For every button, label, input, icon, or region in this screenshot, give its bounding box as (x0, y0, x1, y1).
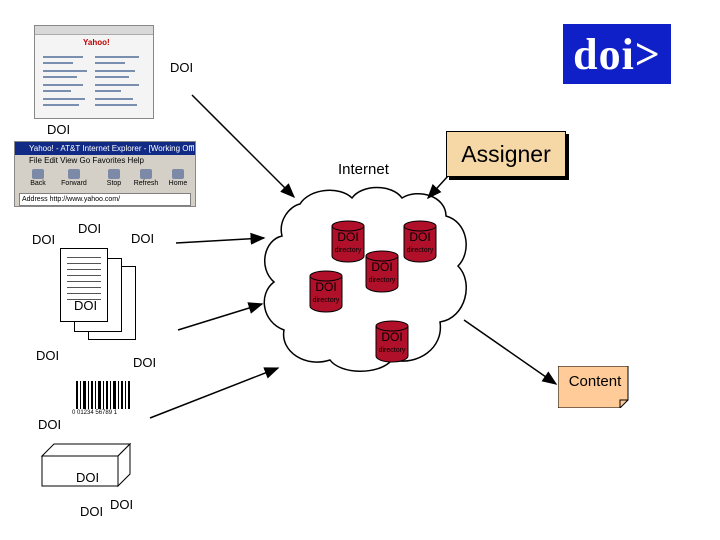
doi-label-browser: DOI (47, 122, 71, 137)
forward-button[interactable]: Forward (61, 169, 87, 187)
internet-label: Internet (338, 161, 389, 178)
doi-label-box: DOI (76, 470, 100, 485)
browser-window: Yahoo! - AT&T Internet Explorer - [Worki… (14, 141, 196, 207)
refresh-icon (140, 169, 152, 179)
content-label: Content (568, 373, 622, 390)
yahoo-logo-icon: Yahoo! (83, 38, 110, 47)
doi-label-doc-a: DOI (32, 232, 56, 247)
doi-label-doc-bottom-right: DOI (133, 355, 157, 370)
refresh-button[interactable]: Refresh (133, 169, 159, 187)
stop-button[interactable]: Stop (101, 169, 127, 187)
physical-box-icon (40, 442, 132, 488)
back-arrow-icon (32, 169, 44, 179)
arrow-docs2-to-cloud (177, 302, 264, 331)
doi-label-doc-front: DOI (74, 298, 98, 313)
assigner-box: Assigner (446, 131, 566, 177)
doi-label-doc-c: DOI (131, 231, 155, 246)
doi-logo: doi> (563, 24, 671, 84)
doi-label-barcode: DOI (38, 417, 62, 432)
doi-label-box-a: DOI (80, 504, 104, 519)
internet-cloud (263, 186, 467, 372)
forward-arrow-icon (68, 169, 80, 179)
stop-icon (108, 169, 120, 179)
browser-thumbnail: Yahoo! (34, 25, 154, 119)
content-document-icon (558, 366, 629, 408)
barcode-digits: 0 01234 56789 1 (72, 410, 118, 416)
arrow-thumb-to-cloud (191, 94, 296, 199)
home-icon (172, 169, 184, 179)
browser-title: Yahoo! - AT&T Internet Explorer - [Worki… (15, 142, 195, 155)
doi-label-box-b: DOI (110, 497, 134, 512)
barcode-icon (76, 381, 130, 409)
doi-label-thumbnail: DOI (170, 60, 194, 75)
arrow-assigner-to-cloud (426, 175, 449, 200)
doi-label-doc-bottom-left: DOI (36, 348, 60, 363)
home-button[interactable]: Home (165, 169, 191, 187)
address-bar[interactable]: Address http://www.yahoo.com/ (19, 193, 191, 206)
arrow-barcode-to-cloud (149, 367, 280, 419)
doi-label-doc-b: DOI (78, 221, 102, 236)
arrow-cloud-to-content (463, 319, 558, 385)
document-front (60, 248, 108, 322)
arrow-docs-to-cloud (175, 232, 266, 245)
browser-menu: File Edit View Go Favorites Help (29, 156, 145, 165)
back-button[interactable]: Back (25, 169, 51, 187)
